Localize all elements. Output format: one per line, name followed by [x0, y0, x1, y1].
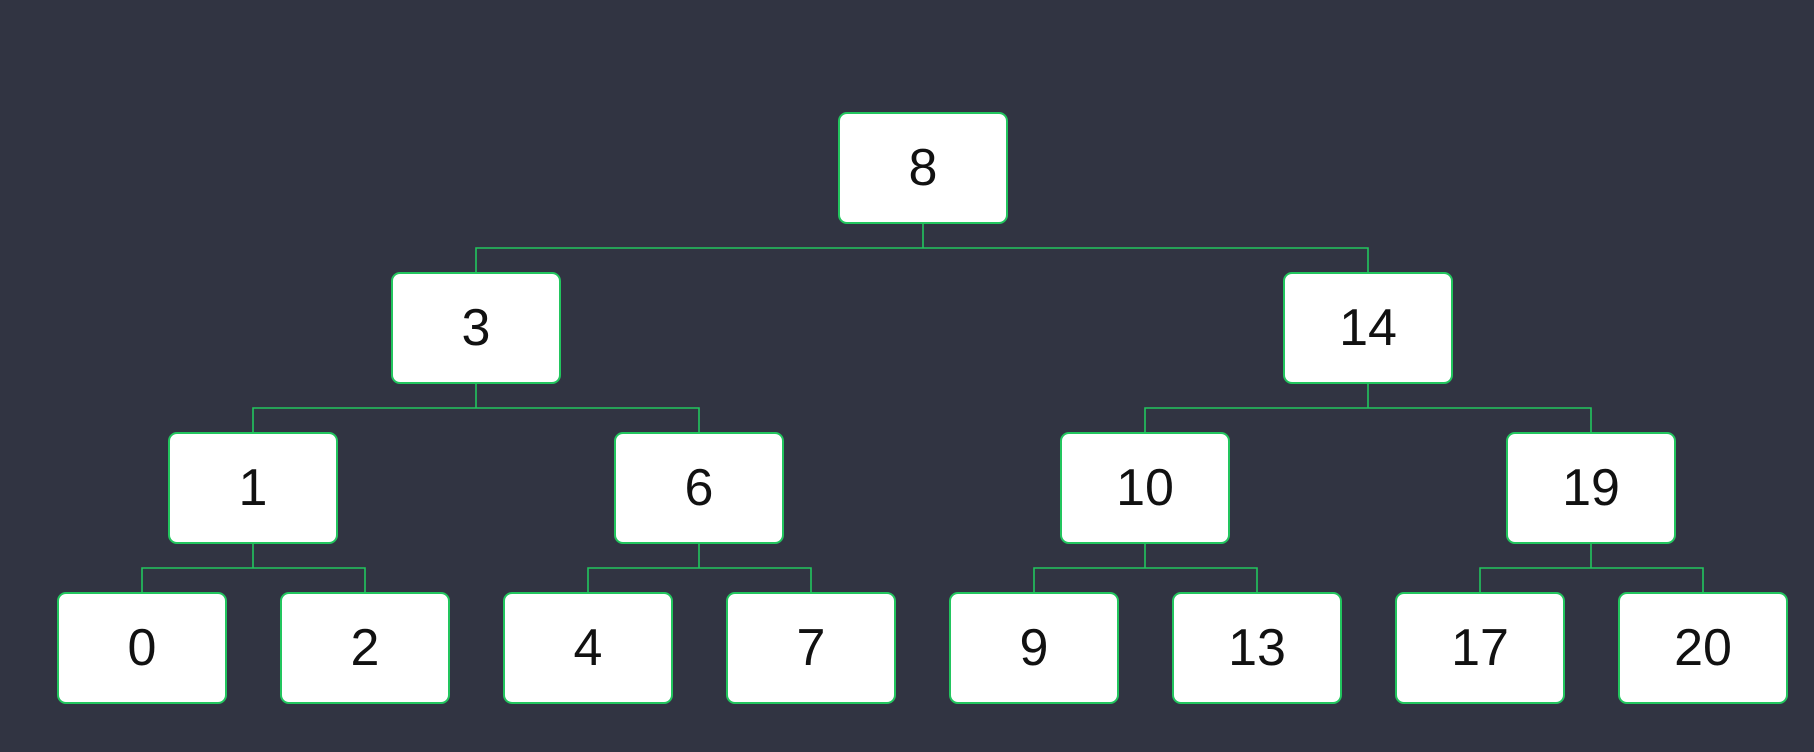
tree-node-level1-right: 14 — [1283, 272, 1453, 384]
tree-node-leaf-7: 17 — [1395, 592, 1565, 704]
tree-node-level2-4: 19 — [1506, 432, 1676, 544]
tree-node-leaf-3: 4 — [503, 592, 673, 704]
connector-level1-1 — [1144, 384, 1592, 432]
tree-node-level1-left: 3 — [391, 272, 561, 384]
tree-node-root: 8 — [838, 112, 1008, 224]
connector-level2-3 — [1479, 544, 1704, 592]
connector-level2-1 — [587, 544, 812, 592]
tree-node-level2-1: 1 — [168, 432, 338, 544]
tree-node-leaf-2: 2 — [280, 592, 450, 704]
tree-node-level2-2: 6 — [614, 432, 784, 544]
tree-node-level2-3: 10 — [1060, 432, 1230, 544]
tree-node-leaf-8: 20 — [1618, 592, 1788, 704]
connector-level2-0 — [141, 544, 366, 592]
tree-node-leaf-5: 9 — [949, 592, 1119, 704]
tree-node-leaf-4: 7 — [726, 592, 896, 704]
connector-level1-0 — [252, 384, 700, 432]
connector-level0-0 — [475, 224, 1369, 272]
tree-node-leaf-1: 0 — [57, 592, 227, 704]
tree-node-leaf-6: 13 — [1172, 592, 1342, 704]
connector-level2-2 — [1033, 544, 1258, 592]
